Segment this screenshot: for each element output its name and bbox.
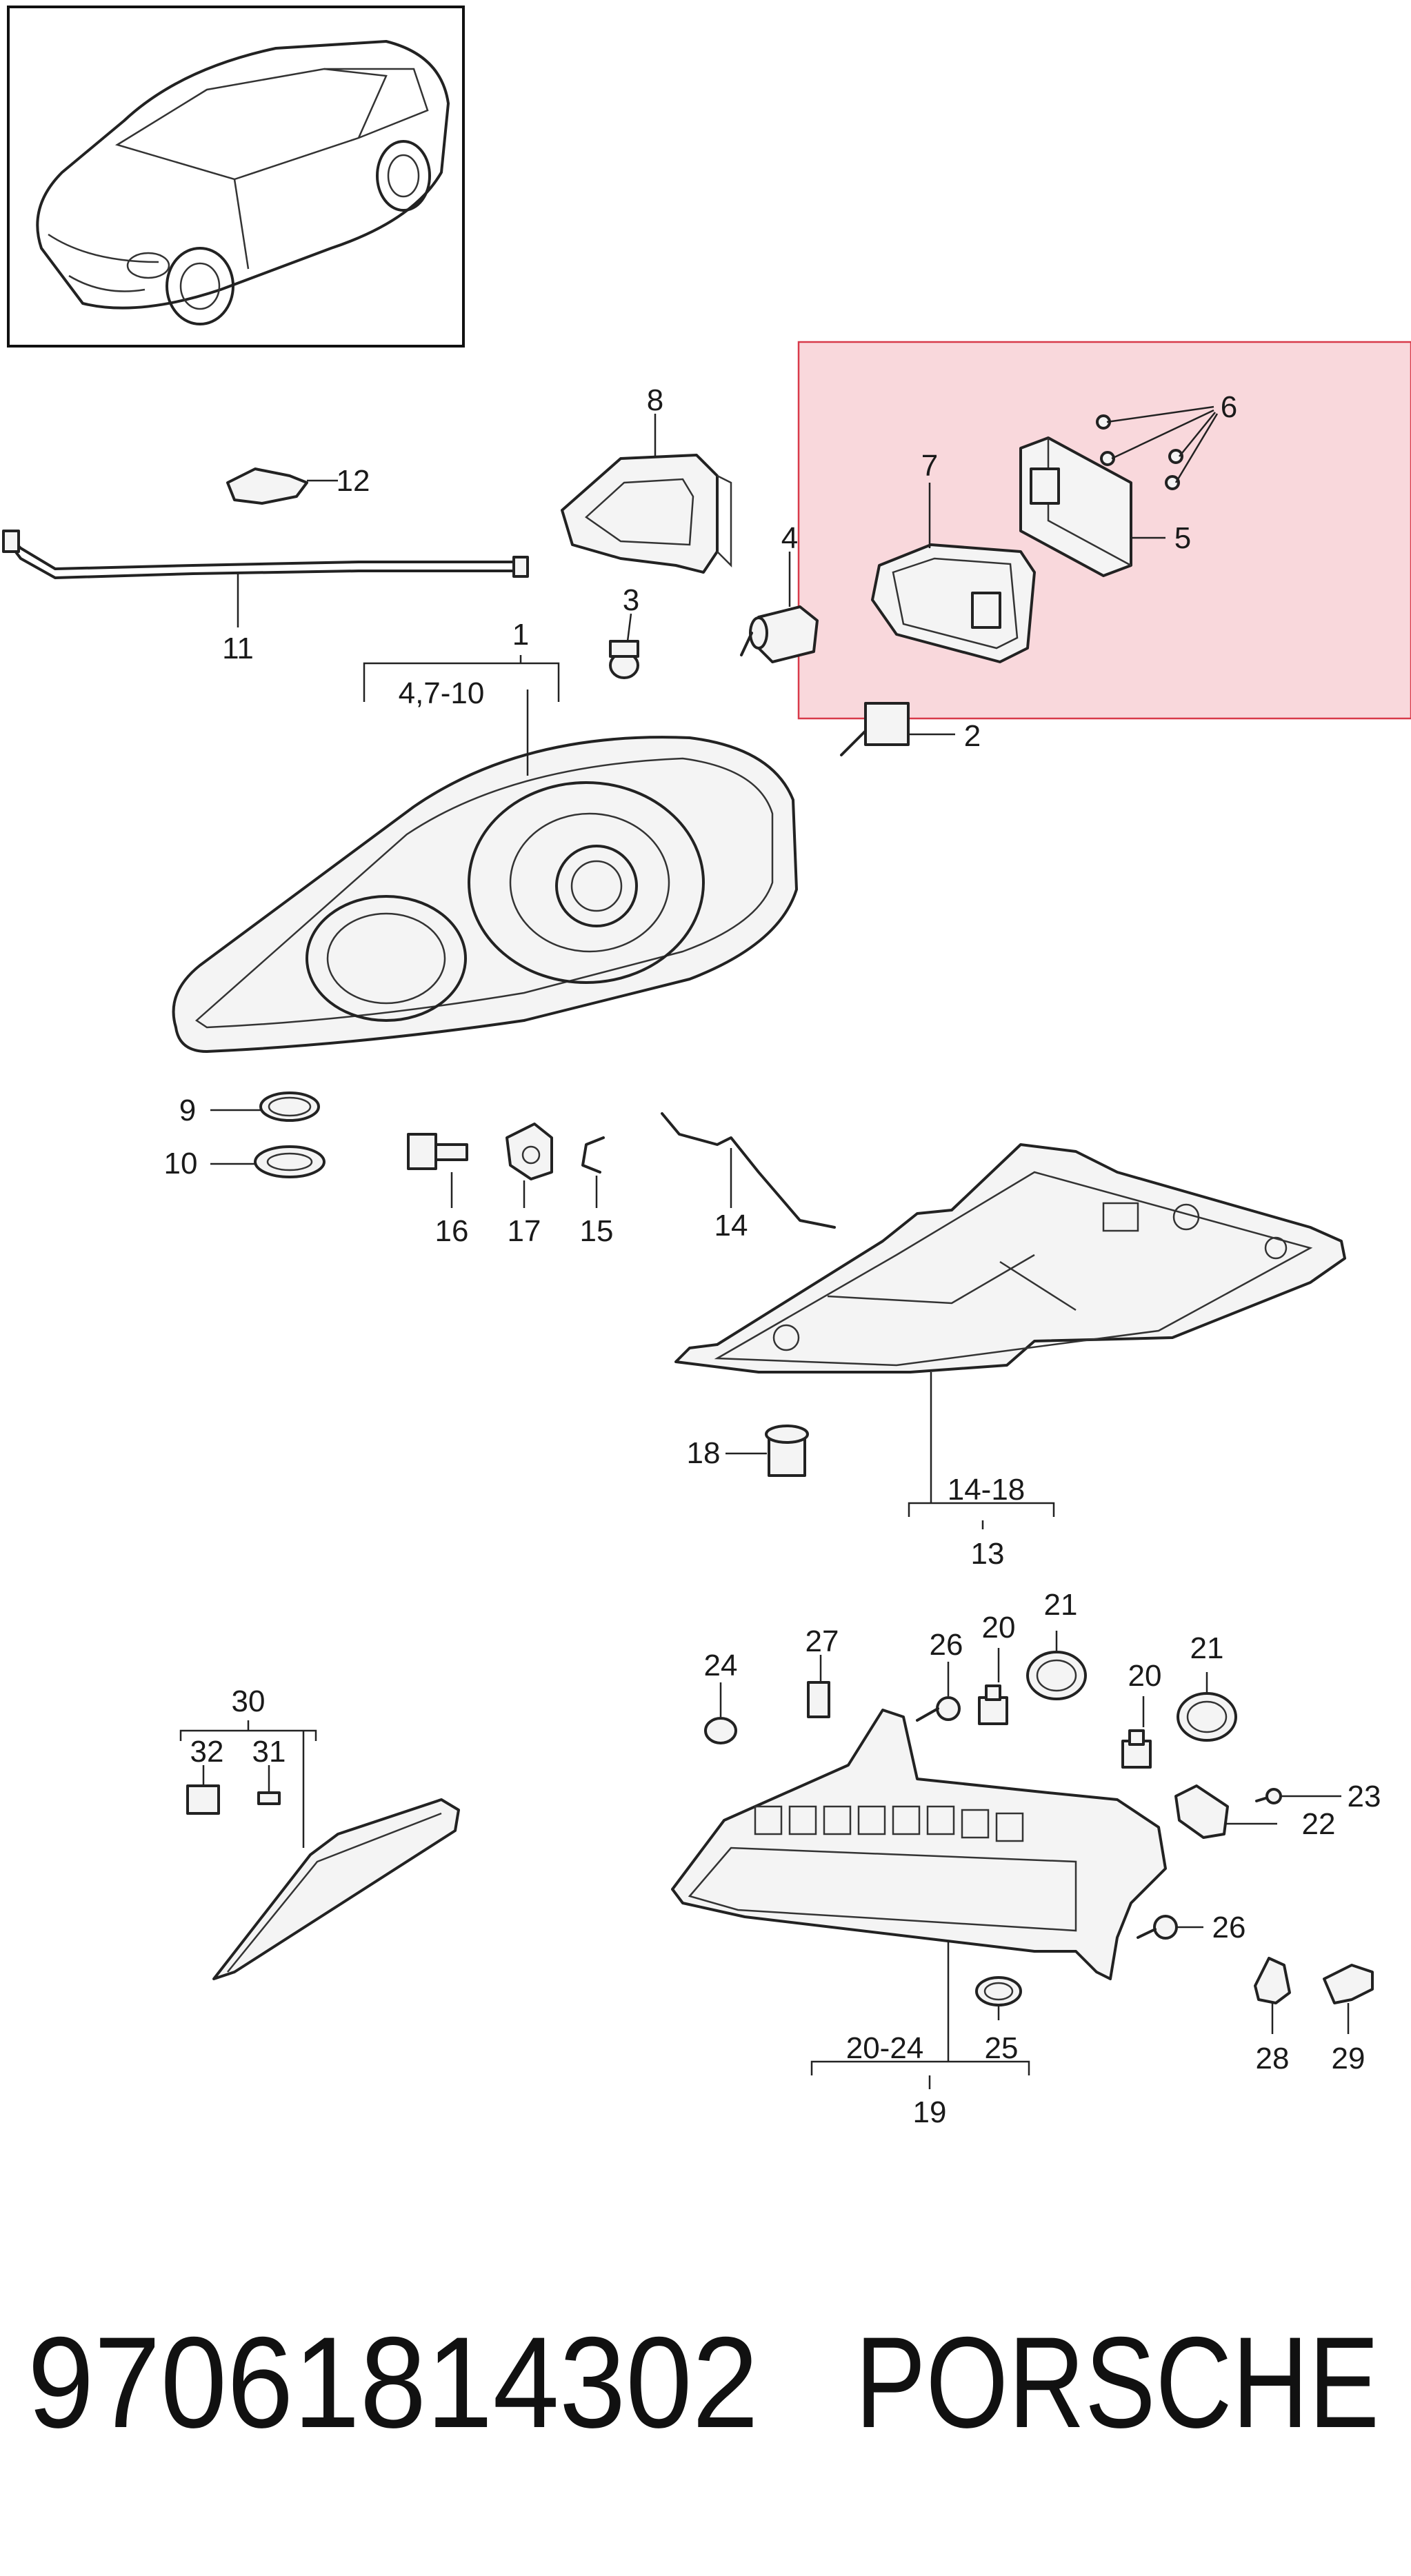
callout-16: 16 <box>435 1214 469 1248</box>
part-7-cover <box>871 483 1036 663</box>
part-12-clip <box>226 467 338 505</box>
part-1-headlight <box>172 655 798 1053</box>
part-27-clip <box>807 1655 830 1718</box>
part-17-bracket <box>506 1123 553 1208</box>
part-26-screw-b <box>1137 1915 1203 1940</box>
part-5-ballast <box>1019 436 1165 577</box>
part-20-plug-a <box>978 1648 1008 1725</box>
part-3-bulb <box>609 613 639 679</box>
callout-20-a: 20 <box>982 1611 1016 1644</box>
callout-8: 8 <box>647 383 663 417</box>
callout-22: 22 <box>1302 1807 1336 1841</box>
vehicle-thumbnail <box>7 6 465 348</box>
callout-29: 29 <box>1332 2042 1365 2075</box>
callout-27: 27 <box>805 1624 839 1658</box>
callout-6: 6 <box>1221 390 1237 424</box>
part-10-seal <box>210 1145 326 1178</box>
part-18-grommet <box>725 1425 809 1477</box>
part-4-socket <box>740 552 819 663</box>
group-label-19: 20-24 <box>846 2031 924 2065</box>
brand-name: PORSCHE <box>855 2310 1379 2455</box>
callout-15: 15 <box>580 1214 614 1248</box>
part-24-clip <box>704 1682 737 1744</box>
part-number: 97061814302 <box>28 2310 759 2455</box>
callout-5: 5 <box>1174 521 1191 555</box>
part-11-harness <box>2 530 529 627</box>
callout-7: 7 <box>921 449 938 483</box>
callout-21-b: 21 <box>1190 1631 1224 1665</box>
part-32-holder <box>186 1765 220 1815</box>
callout-24: 24 <box>704 1649 738 1682</box>
callout-32: 32 <box>190 1735 224 1769</box>
callout-20-b: 20 <box>1128 1659 1162 1693</box>
callout-9: 9 <box>179 1094 196 1127</box>
callout-23: 23 <box>1348 1780 1381 1813</box>
part-23-screw <box>1255 1788 1341 1804</box>
callout-12: 12 <box>337 464 370 498</box>
part-13-carrier <box>674 1143 1346 1529</box>
callout-2: 2 <box>964 719 981 753</box>
part-19-foglight <box>671 1709 1167 2089</box>
part-16-bolt <box>407 1133 468 1208</box>
part-26-screw-a <box>916 1662 961 1722</box>
callout-4: 4 <box>781 521 798 555</box>
callout-18: 18 <box>687 1436 721 1470</box>
callout-26-b: 26 <box>1212 1911 1246 1944</box>
part-15-clip <box>581 1136 605 1208</box>
group-label-1: 4,7-10 <box>399 676 485 710</box>
part-25-grommet <box>975 1976 1022 2020</box>
group-label-13: 14-18 <box>948 1473 1025 1507</box>
callout-31: 31 <box>252 1735 286 1769</box>
part-30-marker <box>179 1720 460 1980</box>
callout-1: 1 <box>512 618 529 652</box>
part-22-module <box>1174 1784 1277 1839</box>
part-29-cap <box>1323 1964 1374 2034</box>
part-14-rod <box>661 1112 836 1229</box>
part-20-plug-b <box>1121 1696 1152 1769</box>
callout-3: 3 <box>623 583 639 617</box>
callout-30: 30 <box>232 1684 266 1718</box>
callout-28: 28 <box>1256 2042 1290 2075</box>
callout-10: 10 <box>164 1147 198 1180</box>
callout-19: 19 <box>913 2095 947 2129</box>
part-8-bracket <box>561 414 732 574</box>
part-9-cap <box>210 1091 320 1122</box>
part-6-screws <box>1096 405 1219 490</box>
part-21-ring-b <box>1177 1672 1237 1742</box>
callout-21-a: 21 <box>1044 1588 1078 1622</box>
part-21-ring-a <box>1026 1631 1087 1700</box>
callout-25: 25 <box>985 2031 1019 2065</box>
part-31-bulb <box>257 1765 281 1805</box>
callout-11: 11 <box>222 632 254 665</box>
footer: 97061814302 PORSCHE <box>28 2310 1379 2455</box>
part-2-xenon-bulb <box>840 702 955 756</box>
callout-14: 14 <box>714 1209 748 1242</box>
callout-13: 13 <box>971 1537 1005 1571</box>
callout-labels: 8 12 11 3 4 7 6 5 2 1 4,7-10 9 10 16 17 … <box>164 383 1381 2129</box>
callout-26-a: 26 <box>930 1628 963 1662</box>
part-28-fastener <box>1254 1957 1291 2034</box>
callout-17: 17 <box>508 1214 541 1248</box>
